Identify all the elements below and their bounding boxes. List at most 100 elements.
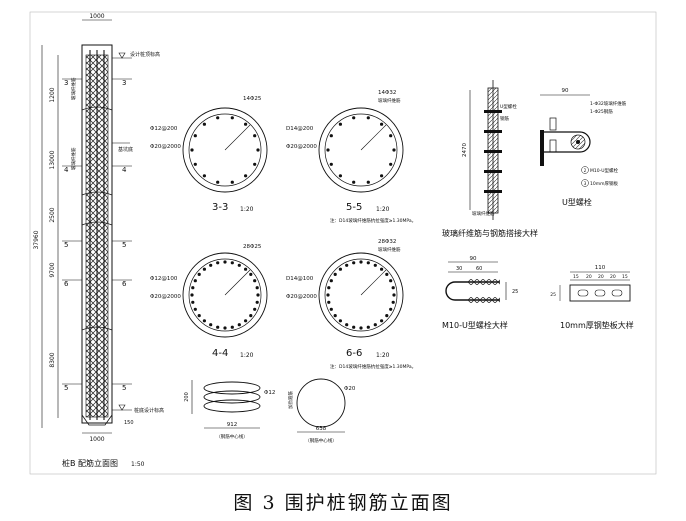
section-4-4-spiral: Φ20@2000 (150, 294, 181, 300)
section-6-6-main: 28Φ32 (378, 239, 396, 245)
rebar-dot (389, 307, 393, 311)
svg-text:20: 20 (598, 274, 604, 280)
svg-text:3: 3 (122, 79, 126, 87)
drawing-frame (29, 11, 657, 475)
rebar-dot (366, 325, 370, 329)
side-note-1: 玻璃纤维筋 (70, 77, 77, 100)
section-5-5-stirrup: D14@200 (286, 126, 314, 132)
splice-detail: 2470 U型螺栓 钢筋 玻璃纤维筋 玻璃纤维筋与钢筋搭接大样 (442, 80, 538, 238)
svg-text:6: 6 (122, 280, 127, 288)
spiral-label: Φ12 (264, 390, 275, 396)
segment-dim-5: 8300 (49, 352, 56, 367)
rebar-dot (253, 307, 257, 311)
rebar-dot (223, 326, 227, 330)
section-5-5-topnote: 玻璃纤维筋 (378, 97, 401, 104)
plate-dim-25: 25 (550, 292, 556, 298)
svg-text:2: 2 (584, 168, 587, 173)
rebar-dot (326, 293, 330, 297)
rebar-dot (193, 307, 197, 311)
rebar-dot (256, 293, 260, 297)
rebar-dot (380, 174, 384, 178)
figure-caption: 图 3 围护桩钢筋立面图 (233, 492, 453, 514)
rebar-dot (230, 116, 234, 120)
section-mark-4: 4 (64, 166, 69, 174)
m10-dim-90: 90 (470, 256, 477, 262)
rebar-dot (193, 134, 197, 138)
rebar-dot (253, 162, 257, 166)
plate-title: 10mm厚钢垫板大样 (560, 320, 634, 330)
section-5-5: 14Φ32 玻璃纤维筋 D14@200 Φ20@2000 5-5 1:20 注：… (286, 90, 416, 224)
rebar-dot (327, 300, 331, 304)
rebar-dot (216, 261, 220, 265)
section-5-5-main: 14Φ32 (378, 90, 396, 96)
section-5-5-note: 注：D14玻璃纤维筋抗拉强度≥1.30MPa。 (330, 217, 416, 224)
m10-dim-60: 60 (476, 266, 482, 272)
rebar-dot (359, 326, 363, 330)
segment-dim-1: 1200 (49, 87, 56, 102)
section-5-5-spiral: Φ20@2000 (286, 144, 317, 150)
rebar-dot (255, 286, 259, 290)
rebar-dot (385, 272, 389, 276)
ring-note: （钢筋中心线） (305, 437, 337, 444)
rebar-dot (209, 263, 213, 267)
rebar-dot (216, 180, 220, 184)
rebar-dot (385, 314, 389, 318)
ubolt-title: U型螺栓 (562, 197, 592, 207)
svg-text:4: 4 (122, 166, 127, 174)
section-mark-6: 6 (64, 280, 69, 288)
rebar-dot (359, 260, 363, 264)
rebar-dot (191, 286, 195, 290)
rebar-dot (391, 300, 395, 304)
elevation-top-width: 1000 (89, 13, 104, 20)
splice-title: 玻璃纤维筋与钢筋搭接大样 (442, 228, 538, 238)
ring-width: 638 (316, 426, 327, 432)
svg-text:5: 5 (122, 384, 126, 392)
rebar-dot (391, 286, 395, 290)
rebar-dot (202, 122, 206, 126)
svg-text:15: 15 (573, 274, 579, 280)
pile-elevation: 1000 37960 1200 13000 2500 9700 8300 设计桩… (33, 13, 164, 468)
splice-label-ubolt: U型螺栓 (500, 103, 517, 110)
svg-text:20: 20 (586, 274, 592, 280)
rebar-dot (329, 307, 333, 311)
rebar-dot (352, 261, 356, 265)
rebar-dot (237, 323, 241, 327)
m10-title: M10-U型螺栓大样 (442, 320, 508, 330)
rebar-dot (230, 325, 234, 329)
svg-text:20: 20 (610, 274, 616, 280)
rebar-dot (216, 116, 220, 120)
ubolt-label-gfrp: 1-Φ32玻璃纤维筋 (590, 100, 627, 107)
bottom-offset: 150 (124, 420, 134, 426)
section-3-3: 14Φ25 Φ12@200 Φ20@2000 3-3 1:20 (150, 96, 268, 213)
section-3-3-spiral: Φ20@2000 (150, 144, 181, 150)
rebar-dot (326, 148, 330, 152)
elevation-scale: 1:50 (131, 461, 145, 468)
section-5-5-scale: 1:20 (376, 206, 390, 213)
rebar-dot (253, 279, 257, 283)
bottom-elevation-label: 桩底设计标高 (134, 407, 164, 414)
rebar-dot (327, 286, 331, 290)
rebar-dot (197, 314, 201, 318)
rebar-dot (329, 279, 333, 283)
rebar-dot (202, 319, 206, 323)
section-4-4: 28Φ25 Φ12@100 Φ20@2000 4-4 1:20 (150, 244, 268, 359)
spiral-detail: 200 Φ12 912 （钢筋中心线） (184, 380, 275, 440)
section-3-3-stirrup: Φ12@200 (150, 126, 178, 132)
rebar-dot (249, 314, 253, 318)
rebar-dot (333, 272, 337, 276)
rebar-dot (255, 300, 259, 304)
rebar-dot (202, 174, 206, 178)
ring-label: Φ20 (344, 386, 356, 392)
ubolt-dim: 90 (562, 88, 569, 94)
rebar-dot (392, 293, 396, 297)
rebar-dot (352, 325, 356, 329)
rebar-dot (392, 148, 396, 152)
section-4-4-stirrup: Φ12@100 (150, 276, 178, 282)
section-4-4-main: 28Φ25 (243, 244, 262, 250)
rebar-dot (352, 116, 356, 120)
ubolt-label-plate: 10mm厚钢板 (590, 180, 618, 187)
section-6-6-mark: 6-6 (346, 348, 362, 359)
rebar-dot (249, 272, 253, 276)
side-note-2: 玻璃纤维筋 (70, 147, 77, 170)
